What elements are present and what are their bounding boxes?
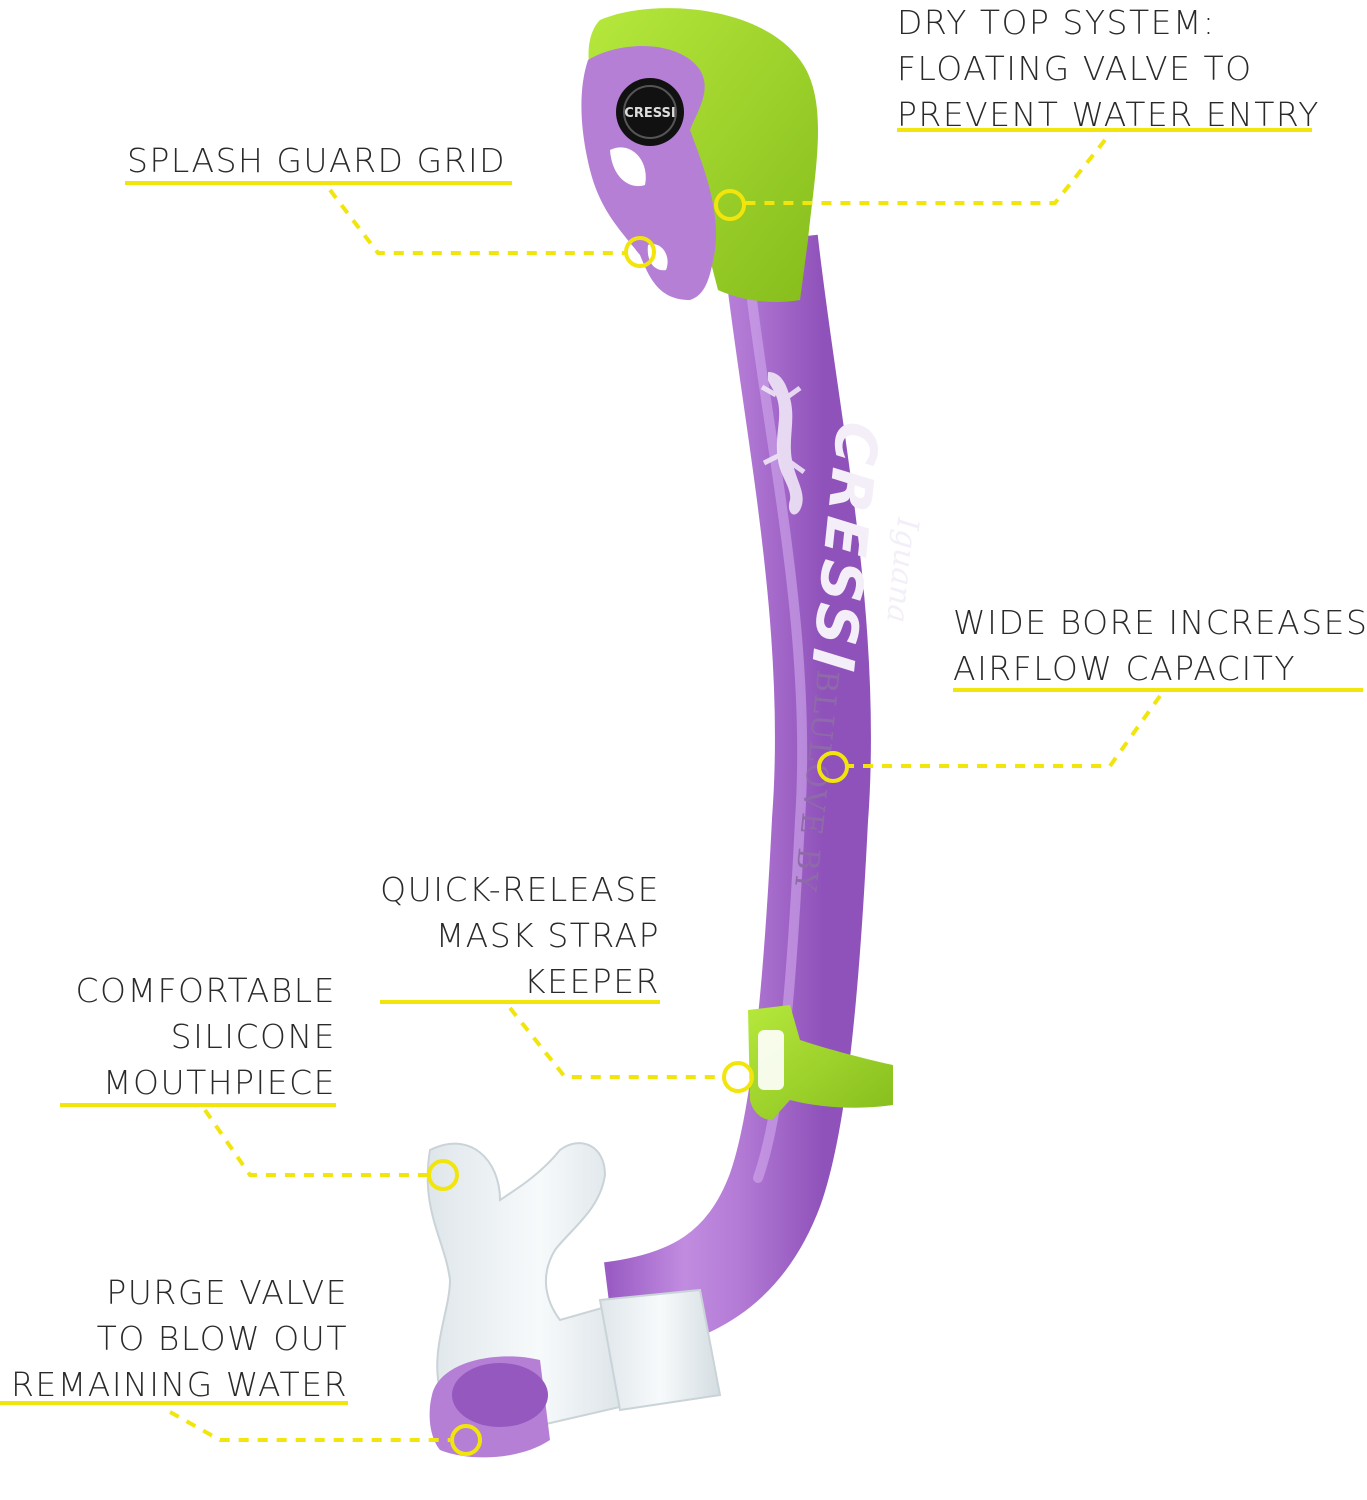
callout-line: TO BLOW OUT (96, 1319, 348, 1358)
callout-line: REMAINING WATER (11, 1365, 348, 1404)
leader-purge-valve (169, 1410, 450, 1442)
callout-purge-valve: PURGE VALVE TO BLOW OUT REMAINING WATER (11, 1270, 348, 1408)
callout-quick-release: QUICK-RELEASE MASK STRAP KEEPER (380, 867, 660, 1005)
callout-line: MASK STRAP (435, 916, 660, 955)
gecko-decal-icon (760, 372, 806, 515)
leader-mouthpiece (203, 1108, 428, 1177)
valve-badge-text: CRESSI (624, 106, 675, 121)
marker-splash-guard (624, 236, 656, 268)
leader-dry-top (745, 138, 1107, 205)
callout-wide-bore: WIDE BORE INCREASES AIRFLOW CAPACITY (953, 600, 1367, 692)
callout-line: PREVENT WATER ENTRY (897, 95, 1320, 134)
callout-mouthpiece: COMFORTABLE SILICONE MOUTHPIECE (76, 968, 337, 1106)
leader-quick-release (508, 1006, 723, 1079)
marker-mouthpiece (427, 1159, 459, 1191)
splash-guard-slot-1 (610, 147, 646, 187)
callout-line: COMFORTABLE (75, 971, 336, 1010)
callout-line: DRY TOP SYSTEM: (897, 3, 1216, 42)
callout-line: PURGE VALVE (106, 1273, 348, 1312)
leader-wide-bore (848, 694, 1162, 768)
callout-line: WIDE BORE INCREASES (953, 603, 1367, 642)
snorkel-tube (603, 234, 871, 1358)
callout-underlines (0, 128, 1363, 1405)
marker-dry-top (714, 189, 746, 221)
valve-badge (616, 78, 684, 146)
callout-dry-top: DRY TOP SYSTEM: FLOATING VALVE TO PREVEN… (897, 0, 1320, 138)
callout-splash-guard: SPLASH GUARD GRID (127, 138, 506, 184)
marker-quick-release (722, 1061, 754, 1093)
marker-purge-valve (450, 1424, 482, 1456)
callout-markers (427, 189, 849, 1456)
callout-leaders (169, 138, 1162, 1442)
model-script-text: Iguana (879, 515, 925, 625)
callout-line: MOUTHPIECE (103, 1063, 336, 1102)
mask-strap-keeper (748, 1005, 893, 1120)
callout-line: FLOATING VALVE TO (897, 49, 1253, 88)
callout-line: SPLASH GUARD GRID (127, 141, 507, 180)
callout-line: SILICONE (170, 1017, 336, 1056)
tube-clear-segment (598, 1288, 722, 1412)
callout-line: QUICK-RELEASE (380, 870, 660, 909)
leader-splash-guard (328, 188, 625, 255)
marker-wide-bore (817, 751, 849, 783)
callout-line: KEEPER (523, 962, 660, 1001)
callout-line: AIRFLOW CAPACITY (953, 649, 1297, 688)
